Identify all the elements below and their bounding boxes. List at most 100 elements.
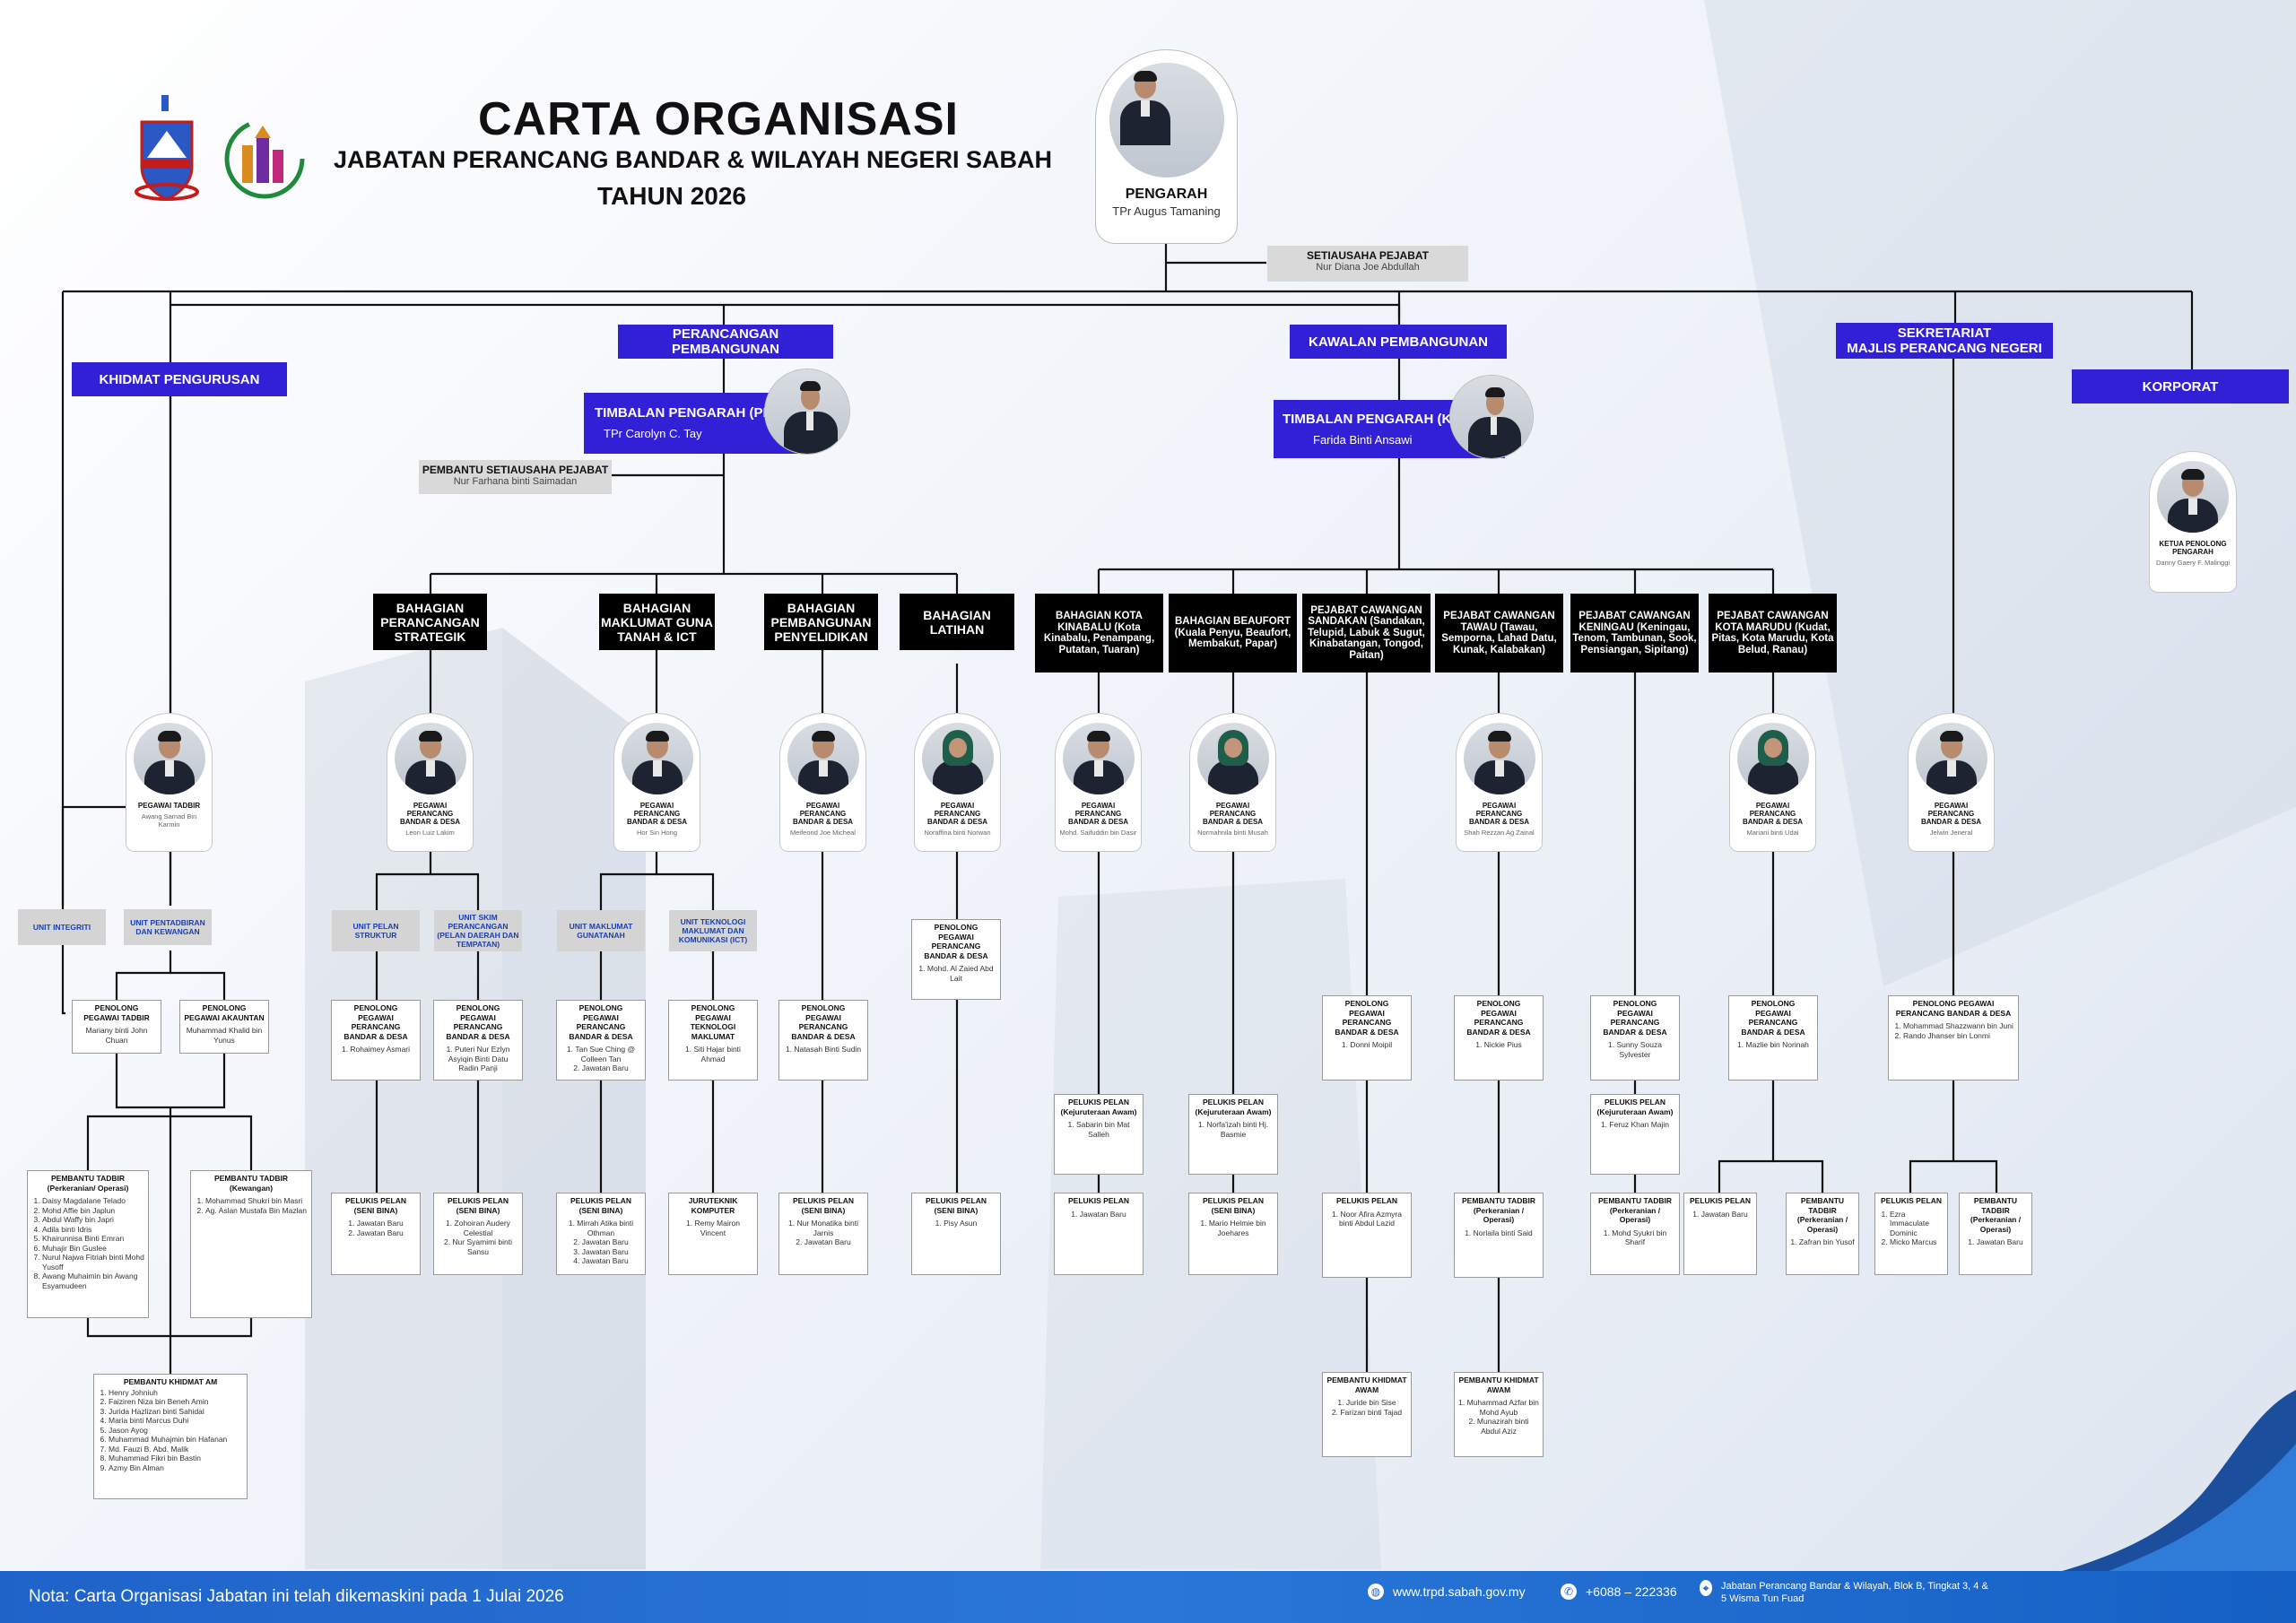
korporat-head-role: KETUA PENOLONG PENGARAH	[2159, 540, 2227, 556]
officer-card: PEGAWAI PERANCANG BANDAR & DESA Shah Rez…	[1456, 713, 1543, 852]
division-korporat: KORPORAT	[2072, 369, 2289, 404]
box-bf-pelukis-kejuruteraan: PELUKIS PELAN (Kejuruteraan Awam) Norfa'…	[1188, 1094, 1278, 1175]
box-sk-penolong: PENOLONG PEGAWAI PERANCANG BANDAR & DESA…	[1888, 995, 2019, 1081]
box-sk-pelukis: PELUKIS PELAN Ezra Immaculate DominicMic…	[1874, 1193, 1948, 1275]
bahagian-kota-kinabalu: BAHAGIAN KOTA KINABALU (Kota Kinabalu, P…	[1035, 594, 1163, 673]
globe-icon: ◍	[1368, 1584, 1384, 1600]
officer-role: PEGAWAI PERANCANG BANDAR & DESA	[626, 802, 688, 826]
box-kk-pelukis-kejuruteraan: PELUKIS PELAN (Kejuruteraan Awam) Sabari…	[1054, 1094, 1144, 1175]
assistant-secretary-role: PEMBANTU SETIAUSAHA PEJABAT	[422, 464, 609, 476]
box-bf-pelukis-seni-bina: PELUKIS PELAN (SENI BINA) Mario Helmie b…	[1188, 1193, 1278, 1275]
box-pembantu-khidmat-am: PEMBANTU KHIDMAT AM Henry Johniuh Faizir…	[93, 1374, 248, 1499]
officer-card: PEGAWAI PERANCANG BANDAR & DESA Meifeond…	[779, 713, 866, 852]
box-pelukis-skim: PELUKIS PELAN (SENI BINA) Zohoiran Auder…	[433, 1193, 523, 1275]
korporat-head-card: KETUA PENOLONG PENGARAH Danny Gaery F. M…	[2149, 451, 2237, 593]
box-km-penolong: PENOLONG PEGAWAI PERANCANG BANDAR & DESA…	[1728, 995, 1818, 1081]
box-tw-pembantu-tadbir: PEMBANTU TADBIR (Perkeranian / Operasi) …	[1454, 1193, 1544, 1278]
box-kk-pelukis-pelan: PELUKIS PELAN Jawatan Baru	[1054, 1193, 1144, 1275]
director-role: PENGARAH	[1125, 187, 1208, 202]
footer-website-text: www.trpd.sabah.gov.my	[1393, 1584, 1526, 1599]
box-sdk-pelukis: PELUKIS PELAN Noor Afira Azmyra binti Ab…	[1322, 1193, 1412, 1278]
deputy-kp-name: Farida Binti Ansawi	[1313, 432, 1413, 447]
officer-card: PEGAWAI PERANCANG BANDAR & DESA Jelwin J…	[1908, 713, 1995, 852]
footer-wave-decoration	[2036, 1390, 2296, 1578]
deputy-kp-photo	[1449, 375, 1534, 459]
officer-role: PEGAWAI PERANCANG BANDAR & DESA	[1202, 802, 1264, 826]
officer-name: Noraffina binti Norwan	[924, 829, 991, 837]
deputy-pp-name: TPr Carolyn C. Tay	[604, 427, 702, 440]
box-sdk-penolong: PENOLONG PEGAWAI PERANCANG BANDAR & DESA…	[1322, 995, 1412, 1081]
officer-card: PEGAWAI PERANCANG BANDAR & DESA Leon Lui…	[387, 713, 474, 852]
secretary-role: SETIAUSAHA PEJABAT	[1306, 249, 1429, 262]
box-kg-penolong: PENOLONG PEGAWAI PERANCANG BANDAR & DESA…	[1590, 995, 1680, 1081]
officer-name: Awang Samad Bin Karmin	[141, 812, 197, 829]
footer-address: ⌖ Jabatan Perancang Bandar & Wilayah, Bl…	[1700, 1580, 1996, 1605]
deputy-pp-role: TIMBALAN PENGARAH (PP)	[595, 405, 777, 421]
footer-website[interactable]: ◍ www.trpd.sabah.gov.my	[1368, 1584, 1526, 1600]
footer-note: Nota: Carta Organisasi Jabatan ini telah…	[29, 1587, 564, 1606]
officer-role: PEGAWAI PERANCANG BANDAR & DESA	[1920, 802, 1982, 826]
director-name: TPr Augus Tamaning	[1112, 204, 1221, 218]
box-kg-pembantu-tadbir: PEMBANTU TADBIR (Perkeranian / Operasi) …	[1590, 1193, 1680, 1275]
officer-name: Mohd. Saifuddin bin Dasir	[1059, 829, 1137, 837]
officer-role: PEGAWAI PERANCANG BANDAR & DESA	[1468, 802, 1530, 826]
bahagian-maklumat-guna-tanah-ict: BAHAGIAN MAKLUMAT GUNA TANAH & ICT	[599, 594, 715, 650]
chart-year: TAHUN 2026	[597, 182, 746, 210]
unit-skim-perancangan: UNIT SKIM PERANCANGAN (PELAN DAERAH DAN …	[434, 910, 522, 951]
officer-role: PEGAWAI PERANCANG BANDAR & DESA	[1742, 802, 1804, 826]
officer-card: PEGAWAI PERANCANG BANDAR & DESA Mohd. Sa…	[1055, 713, 1142, 852]
assistant-secretary-box: PEMBANTU SETIAUSAHA PEJABAT Nur Farhana …	[419, 460, 612, 494]
unit-integriti: UNIT INTEGRITI	[18, 909, 106, 945]
location-pin-icon: ⌖	[1700, 1580, 1713, 1596]
box-penolong-teknologi: PENOLONG PEGAWAI TEKNOLOGI MAKLUMAT Siti…	[668, 1000, 758, 1081]
unit-maklumat-gunatanah: UNIT MAKLUMAT GUNATANAH	[557, 910, 645, 951]
page-title: CARTA ORGANISASI	[478, 93, 959, 145]
box-pembantu-tadbir-perkeranian: PEMBANTU TADBIR (Perkeranian/ Operasi) D…	[27, 1170, 149, 1318]
box-penolong-maklumat: PENOLONG PEGAWAI PERANCANG BANDAR & DESA…	[556, 1000, 646, 1081]
box-juruteknik-komputer: JURUTEKNIK KOMPUTER Remy Mairon Vincent	[668, 1193, 758, 1275]
officer-card: PEGAWAI PERANCANG BANDAR & DESA Noraffin…	[914, 713, 1001, 852]
box-tw-penolong: PENOLONG PEGAWAI PERANCANG BANDAR & DESA…	[1454, 995, 1544, 1081]
box-pelukis-maklumat: PELUKIS PELAN (SENI BINA) Mirrah Atika b…	[556, 1193, 646, 1275]
department-name: JABATAN PERANCANG BANDAR & WILAYAH NEGER…	[334, 146, 1053, 173]
bahagian-pembangunan-penyelidikan: BAHAGIAN PEMBANGUNAN PENYELIDIKAN	[764, 594, 878, 650]
officer-role: PEGAWAI TADBIR	[137, 802, 201, 810]
secretary-name: Nur Diana Joe Abdullah	[1316, 262, 1420, 273]
unit-teknologi-maklumat-ict: UNIT TEKNOLOGI MAKLUMAT DAN KOMUNIKASI (…	[669, 910, 757, 951]
pejabat-cawangan-kota-marudu: PEJABAT CAWANGAN KOTA MARUDU (Kudat, Pit…	[1709, 594, 1837, 673]
box-kg-pelukis-kejuruteraan: PELUKIS PELAN (Kejuruteraan Awam) Feruz …	[1590, 1094, 1680, 1175]
officer-name: Mariani binti Udai	[1746, 829, 1799, 837]
footer-phone[interactable]: ✆ +6088 – 222336	[1561, 1584, 1677, 1600]
box-pembantu-tadbir-kewangan: PEMBANTU TADBIR (Kewangan) Mohammad Shuk…	[190, 1170, 312, 1318]
officer-name: Meifeond Joe Micheal	[790, 829, 856, 837]
division-perancangan-pembangunan: PERANCANGAN PEMBANGUNAN	[618, 325, 833, 359]
unit-pentadbiran-kewangan: UNIT PENTADBIRAN DAN KEWANGAN	[124, 909, 212, 945]
box-penolong-pegawai-akauntan: PENOLONG PEGAWAI AKAUNTAN Muhammad Khali…	[179, 1000, 269, 1054]
officer-name: Leon Luiz Lakim	[405, 829, 455, 837]
box-sk-pembantu-tadbir: PEMBANTU TADBIR (Perkeranian / Operasi) …	[1959, 1193, 2032, 1275]
assistant-secretary-name: Nur Farhana binti Saimadan	[453, 476, 578, 487]
box-penolong-latihan: PENOLONG PEGAWAI PERANCANG BANDAR & DESA…	[911, 919, 1001, 1000]
director-card: PENGARAH TPr Augus Tamaning	[1095, 49, 1238, 244]
footer-bar: Nota: Carta Organisasi Jabatan ini telah…	[0, 1571, 2296, 1623]
box-penolong-pegawai-tadbir: PENOLONG PEGAWAI TADBIR Mariany binti Jo…	[72, 1000, 161, 1054]
officer-role: PEGAWAI PERANCANG BANDAR & DESA	[399, 802, 461, 826]
officer-role: PEGAWAI PERANCANG BANDAR & DESA	[792, 802, 854, 826]
officer-card: PEGAWAI PERANCANG BANDAR & DESA Hor Sin …	[613, 713, 700, 852]
officer-role: PEGAWAI PERANCANG BANDAR & DESA	[926, 802, 988, 826]
footer-phone-text: +6088 – 222336	[1586, 1584, 1677, 1599]
officer-name: Hor Sin Hong	[636, 829, 678, 837]
pejabat-cawangan-tawau: PEJABAT CAWANGAN TAWAU (Tawau, Semporna,…	[1435, 594, 1563, 673]
deputy-pp-photo	[764, 369, 850, 455]
phone-icon: ✆	[1561, 1584, 1577, 1600]
officer-name: Normahnila binti Musah	[1197, 829, 1268, 837]
officer-card: PEGAWAI TADBIR Awang Samad Bin Karmin	[126, 713, 213, 852]
division-sekretariat-mpn: SEKRETARIAT MAJLIS PERANCANG NEGERI	[1836, 323, 2053, 359]
director-photo	[1109, 63, 1224, 178]
box-km-pelukis: PELUKIS PELAN Jawatan Baru	[1683, 1193, 1757, 1275]
officer-card: PEGAWAI PERANCANG BANDAR & DESA Normahni…	[1189, 713, 1276, 852]
footer-address-text: Jabatan Perancang Bandar & Wilayah, Blok…	[1721, 1581, 1988, 1604]
division-khidmat-pengurusan: KHIDMAT PENGURUSAN	[72, 362, 287, 396]
korporat-head-name: Danny Gaery F. Malinggi	[2155, 559, 2231, 567]
